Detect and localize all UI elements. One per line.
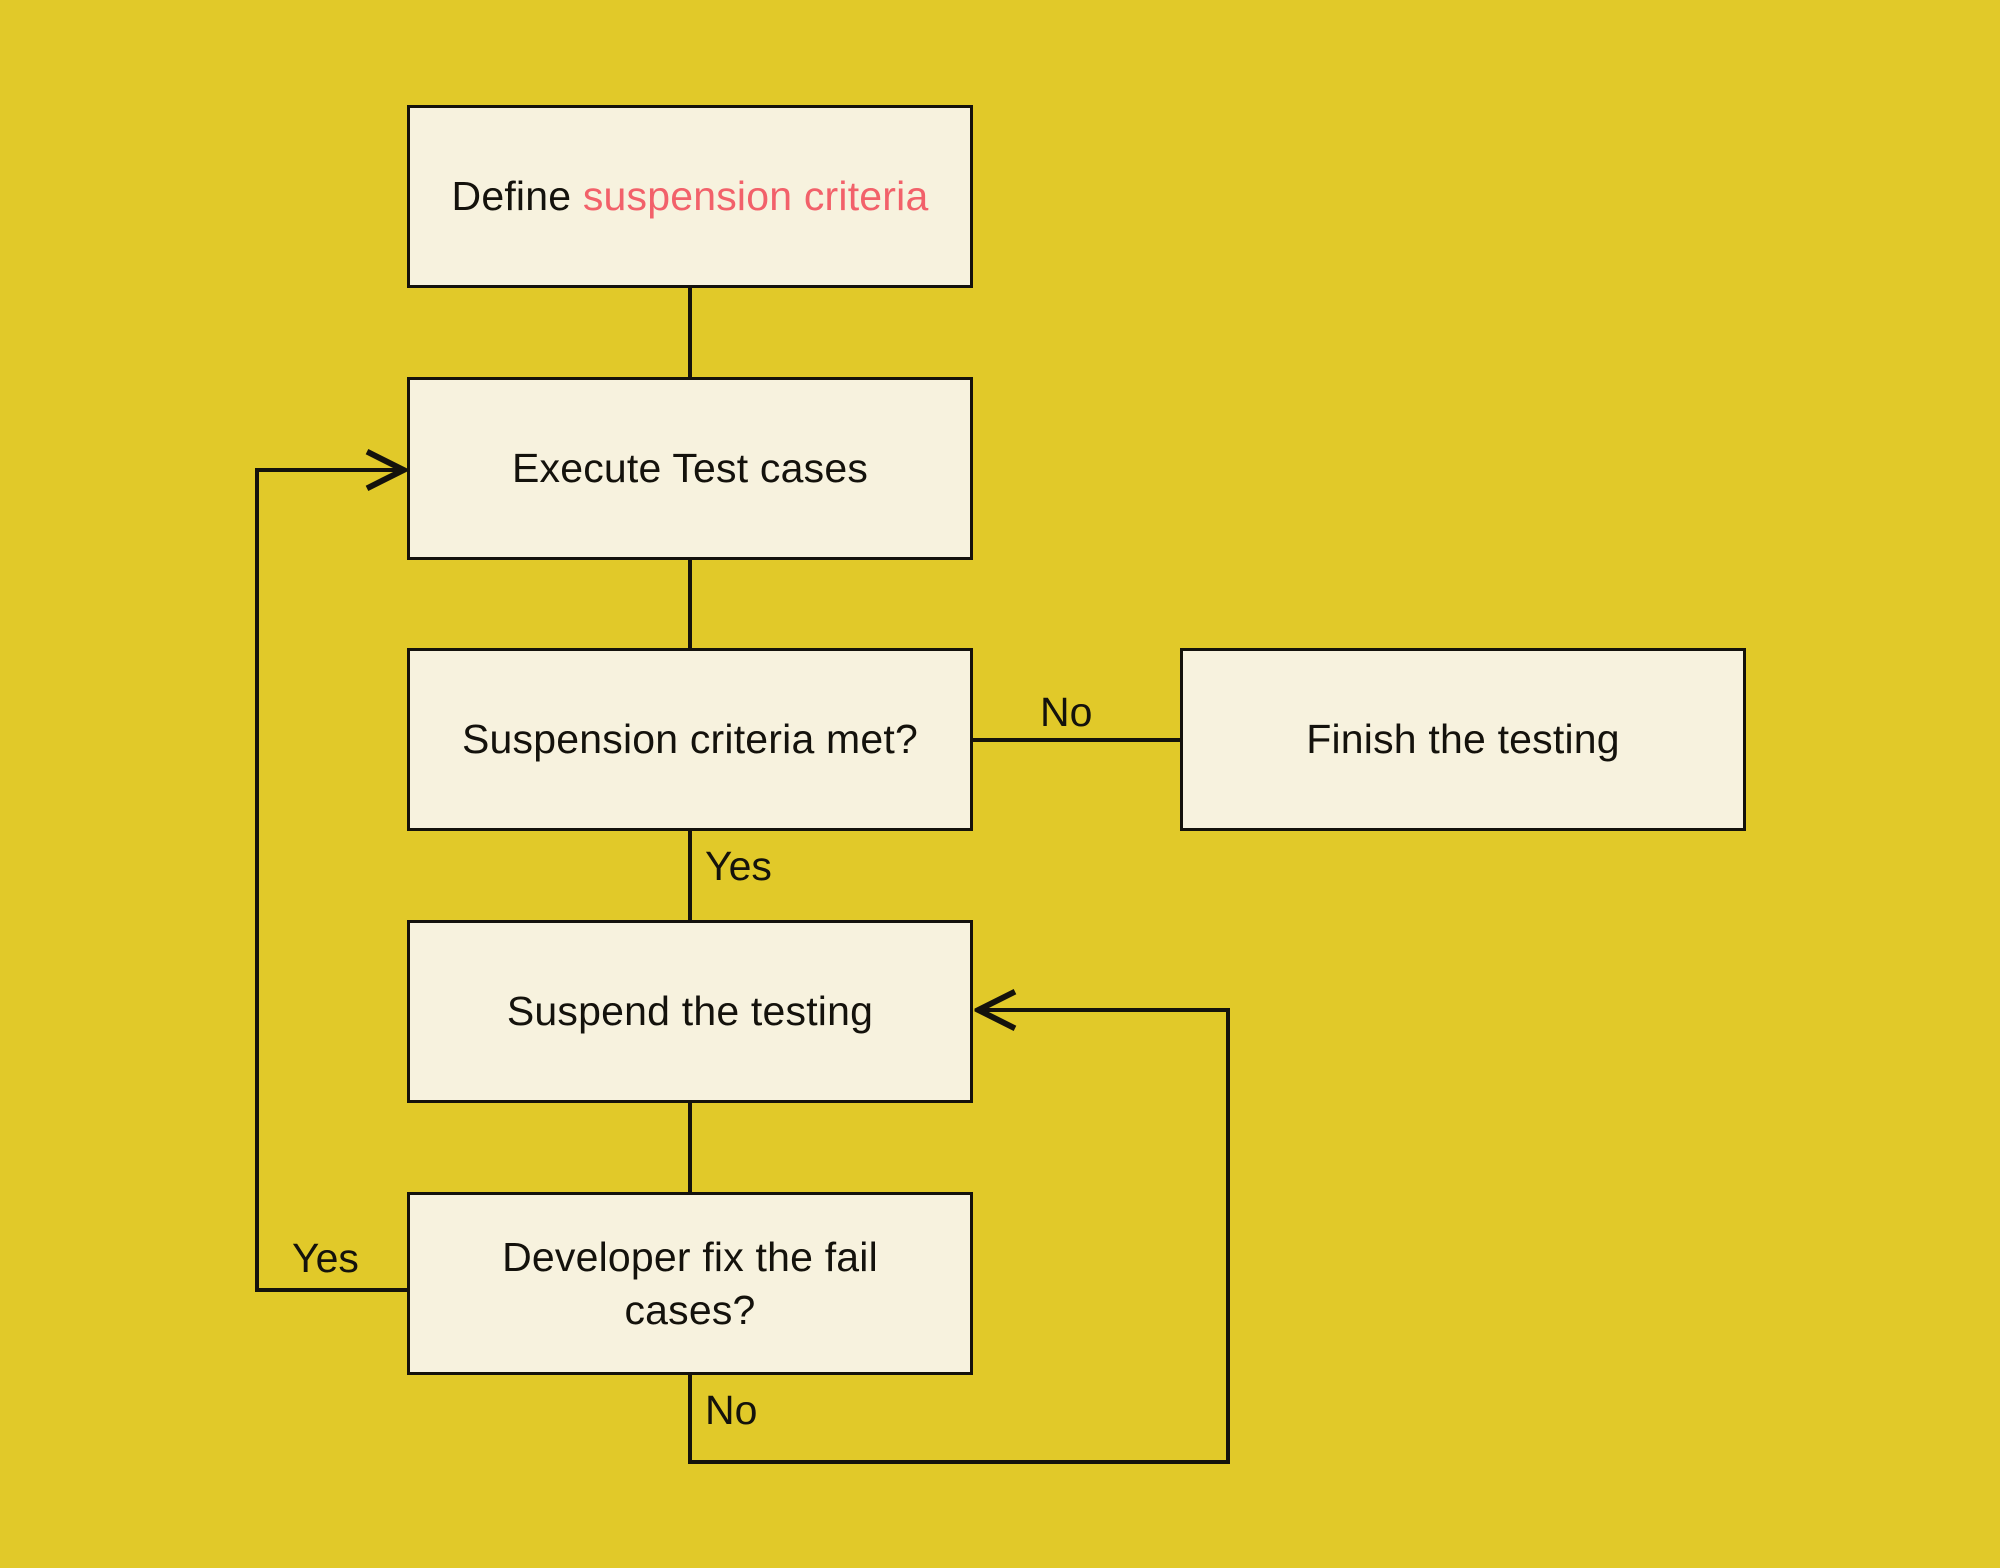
node-developer-fix-the-fail-cases[interactable]: Developer fix the fail cases? [407, 1192, 973, 1375]
node-execute-label: Execute Test cases [511, 445, 869, 492]
node-define-label: Define suspension criteria [430, 170, 951, 222]
node-define-label-accent: suspension criteria [582, 173, 929, 220]
edge-devfix-to-suspend [688, 1010, 1230, 1464]
edge-label-devfix-yes: Yes [292, 1235, 359, 1281]
node-finish-the-testing[interactable]: Finish the testing [1180, 648, 1746, 831]
node-devfix-label: Developer fix the fail cases? [502, 1234, 878, 1333]
node-define-label-lead: Define [451, 173, 583, 220]
node-criteria-label: Suspension criteria met? [461, 716, 919, 763]
edge-label-devfix-no: No [705, 1387, 758, 1433]
node-define-suspension-criteria[interactable]: Define suspension criteria [407, 105, 973, 288]
node-suspend-label: Suspend the testing [506, 988, 874, 1035]
node-execute-test-cases[interactable]: Execute Test cases [407, 377, 973, 560]
edge-label-criteria-no: No [1040, 689, 1093, 735]
node-finish-label: Finish the testing [1306, 716, 1620, 763]
edge-devfix-to-execute [255, 470, 407, 1292]
node-suspension-criteria-met[interactable]: Suspension criteria met? [407, 648, 973, 831]
edge-label-criteria-yes: Yes [705, 843, 772, 889]
node-suspend-the-testing[interactable]: Suspend the testing [407, 920, 973, 1103]
